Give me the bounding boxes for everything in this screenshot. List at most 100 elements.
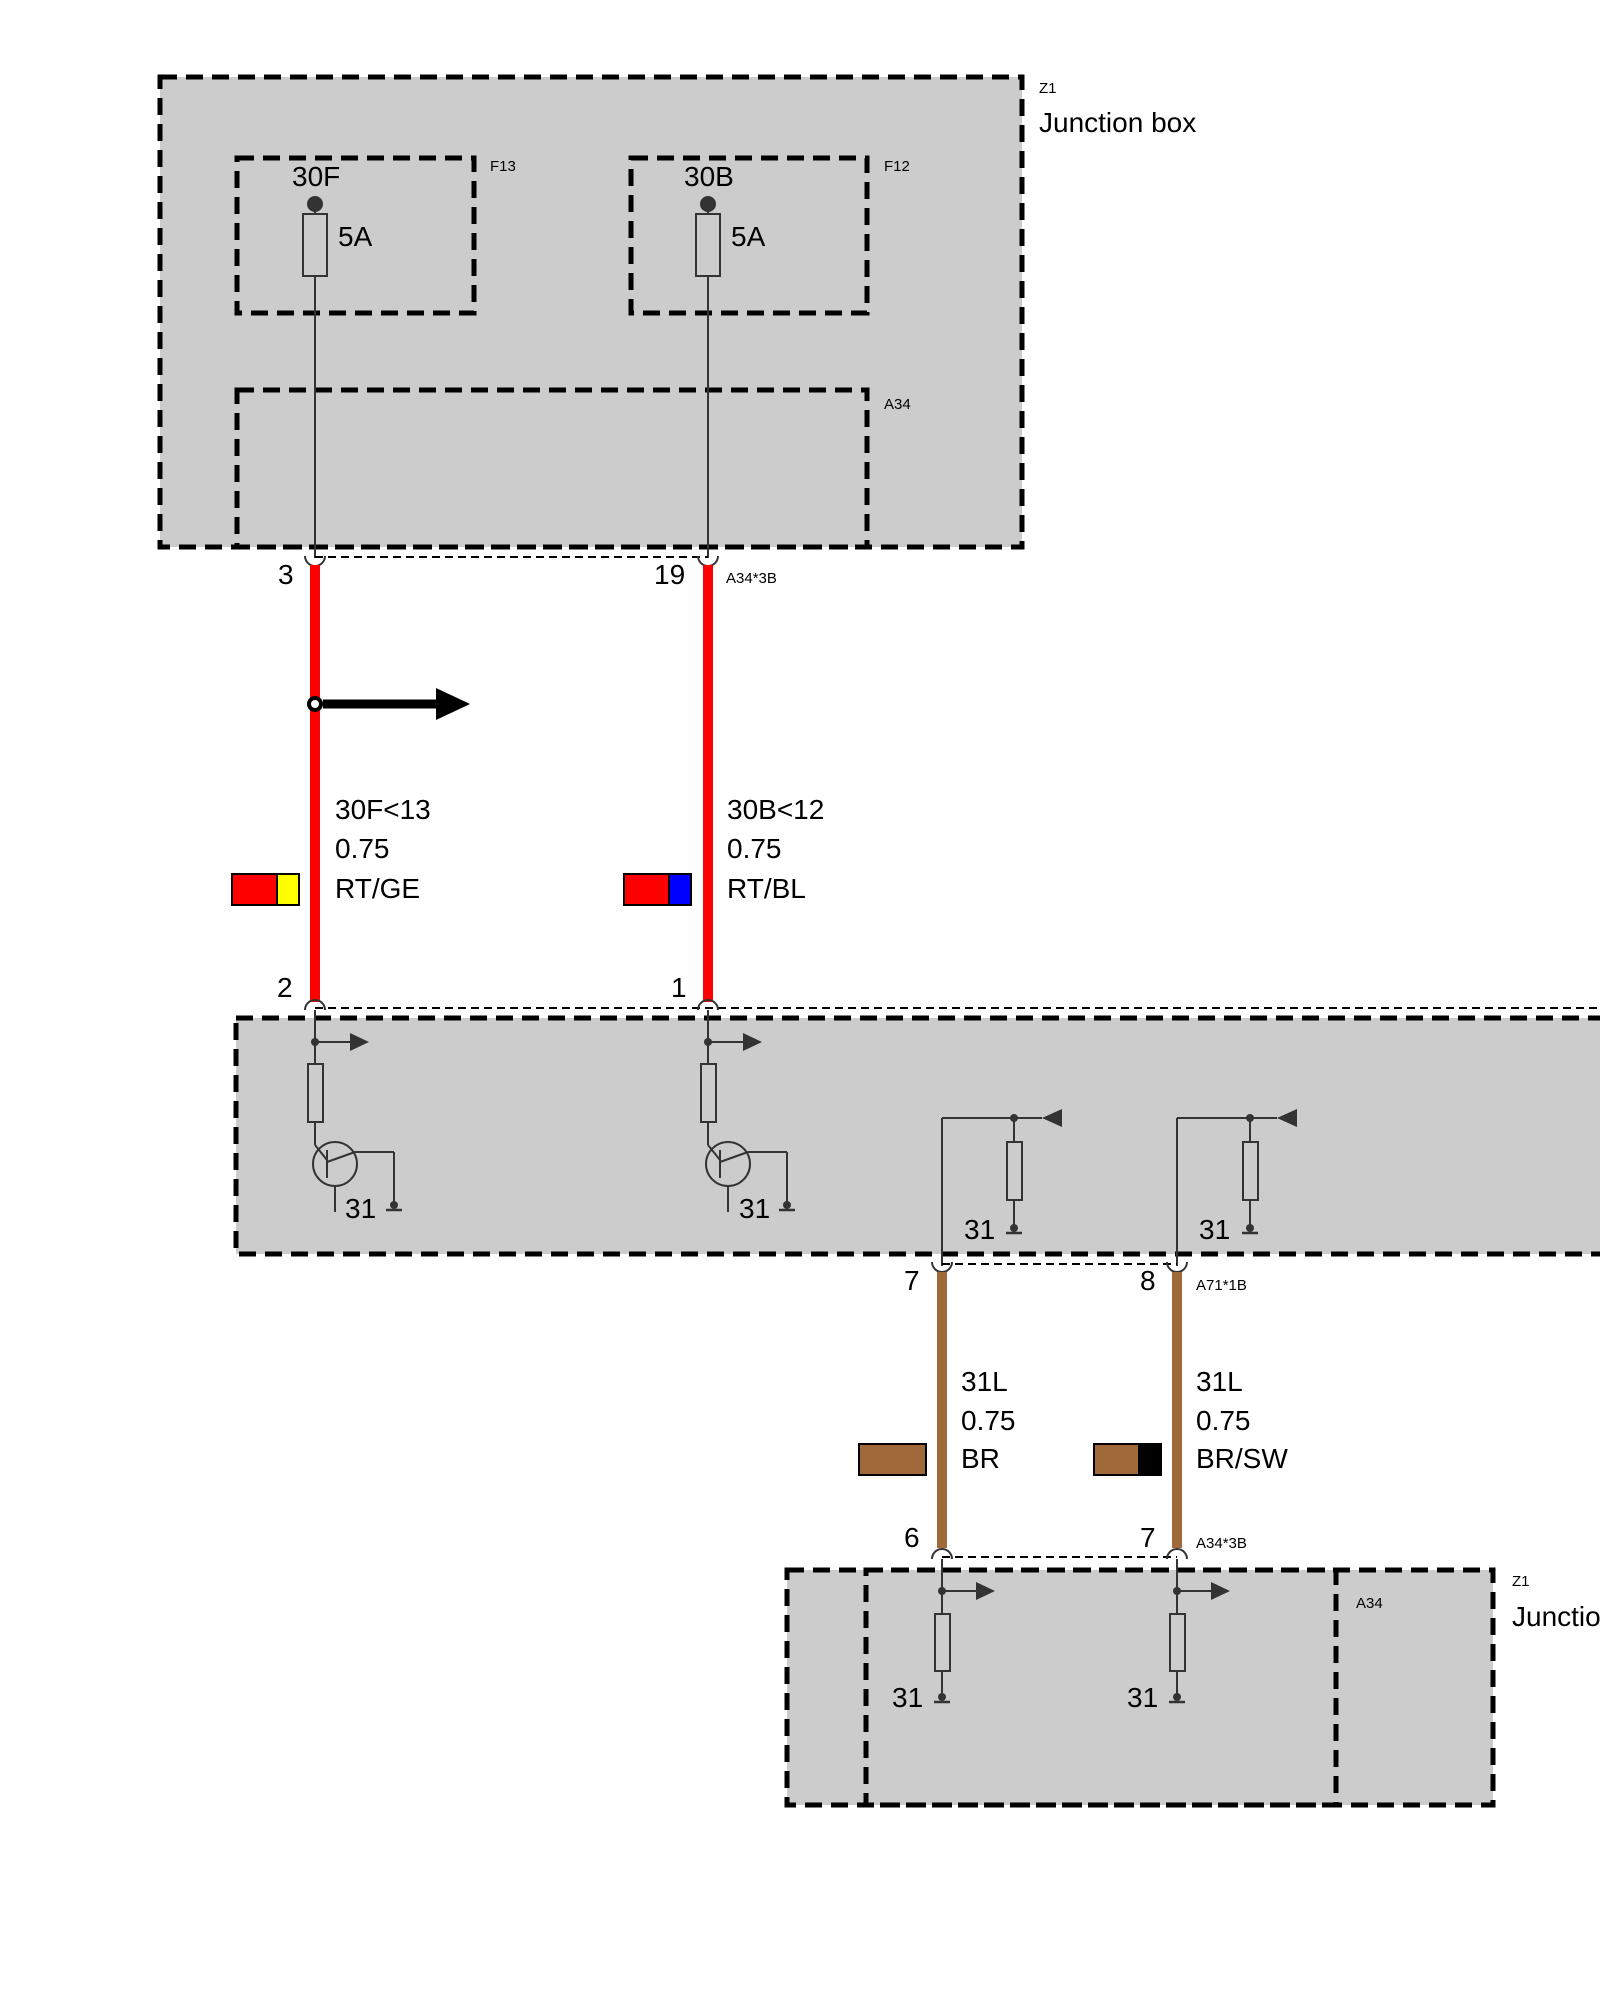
fuse-f13-symbol (302, 213, 328, 277)
input-right-transistor-emitter (719, 1151, 749, 1163)
receiver-6-arrow-head (976, 1582, 995, 1600)
control-unit-outline (233, 1015, 1600, 1257)
output-8-arrow-head (1277, 1109, 1297, 1127)
wire-31l-br-sw-color-swatch (1093, 1443, 1162, 1476)
wire-30f-signal: 30F<13 (335, 794, 431, 825)
fuse-f13-outline (234, 155, 477, 316)
receiver-7-arrow-head (1211, 1582, 1230, 1600)
input-left-arrow-head (350, 1033, 369, 1051)
pin-3-label: 3 (278, 559, 294, 590)
pin-out-8-label: 8 (1140, 1265, 1156, 1296)
wire-31l-br-color-code: BR (961, 1443, 1000, 1474)
swatch-blue (668, 873, 692, 906)
wire-30b-signal: 30B<12 (727, 794, 824, 825)
output-7-resistor (1006, 1141, 1023, 1201)
ground-label: 31 (964, 1214, 995, 1245)
fuse-f12-outline (628, 155, 870, 316)
input-left-transistor-emitter (326, 1151, 356, 1163)
receiver-pin-6: 31 (892, 1559, 995, 1713)
wire-30b-gauge: 0.75 (727, 833, 782, 864)
module-a34-bottom-ref: A34 (1356, 1595, 1383, 1612)
output-7-ground-node (1010, 1224, 1018, 1232)
ground-label: 31 (1127, 1682, 1158, 1713)
wire-30b-color-swatch (623, 873, 692, 906)
pin-1-plug (697, 999, 719, 1011)
fuse-f12-rating: 5A (731, 221, 766, 252)
swatch-black (1138, 1443, 1162, 1476)
input-stage-left: 31 (307, 1010, 402, 1224)
wire-31l-br-signal: 31L (961, 1366, 1008, 1397)
wire-30f-color-code: RT/GE (335, 873, 420, 904)
ground-label: 31 (739, 1193, 770, 1224)
input-right-transistor-collector (707, 1144, 721, 1161)
wire-30b-color-code: RT/BL (727, 873, 806, 904)
pin-6-plug (931, 1548, 953, 1560)
connector-a34-3b-top-ref: A34*3B (726, 570, 777, 587)
fuse-f13-terminal: 30F (292, 161, 340, 192)
output-7-arrow-head (1042, 1109, 1062, 1127)
receiver-7-ground-node (1173, 1693, 1181, 1701)
output-8-resistor (1242, 1141, 1259, 1201)
junction-box-top: Z1 Junction box F13 30F 5A F12 30B 5A A3… (157, 74, 1196, 590)
swatch-brown (1093, 1443, 1140, 1476)
module-a34-top-outline (234, 387, 870, 550)
wire-31l-br-color-swatch (858, 1443, 927, 1476)
input-stage-right: 31 (700, 1010, 795, 1224)
wire-31l-br-sw: 31L 0.75 BR/SW (1093, 1272, 1288, 1548)
connector-a71-1b-ref: A71*1B (1196, 1277, 1247, 1294)
wire-30f: 30F<13 0.75 RT/GE (231, 565, 470, 1002)
ground-label: 31 (1199, 1214, 1230, 1245)
wire-31l-br-sw-gauge: 0.75 (1196, 1405, 1251, 1436)
fuse-f12-terminal: 30B (684, 161, 734, 192)
wire-30f-color-swatch (231, 873, 300, 906)
fuse-f12-symbol (695, 213, 721, 277)
splice-dot-center (311, 700, 319, 708)
junction-box-bottom-outline (784, 1567, 1496, 1808)
junction-box-top-title: Junction box (1039, 107, 1196, 138)
connector-a34-3b-bottom-ref: A34*3B (1196, 1535, 1247, 1552)
pin-7-bottom-label: 7 (1140, 1522, 1156, 1553)
junction-box-top-ref: Z1 (1039, 80, 1057, 97)
fuse-f12-ref: F12 (884, 158, 910, 175)
swatch-red (231, 873, 278, 906)
continuation-arrow-head (436, 688, 470, 720)
swatch-red (623, 873, 670, 906)
fuse-f13-ref: F13 (490, 158, 516, 175)
junction-box-bottom-title: Junctio (1512, 1601, 1600, 1632)
wire-31l-br-sw-color-code: BR/SW (1196, 1443, 1288, 1474)
wire-31l-br-gauge: 0.75 (961, 1405, 1016, 1436)
fuse-f13-rating: 5A (338, 221, 373, 252)
receiver-6-ground-node (938, 1693, 946, 1701)
output-8-ground-node (1246, 1224, 1254, 1232)
receiver-pin-7: 31 (1127, 1559, 1230, 1713)
wire-30f-gauge: 0.75 (335, 833, 390, 864)
input-right-arrow-head (743, 1033, 762, 1051)
module-a34-top-ref: A34 (884, 396, 911, 413)
input-left-transistor-collector (314, 1144, 328, 1161)
wire-31l-br-sw-signal: 31L (1196, 1366, 1243, 1397)
pin-1-label: 1 (671, 972, 687, 1003)
wire-30b: 30B<12 0.75 RT/BL (623, 565, 824, 1002)
output-stage-pin-8: 31 (1176, 1109, 1297, 1266)
input-right-resistor (700, 1063, 717, 1123)
output-stage-pin-7: 31 (941, 1109, 1062, 1266)
pin-7-plug (1166, 1548, 1188, 1560)
pin-2-label: 2 (277, 972, 293, 1003)
module-a34-bottom-outline (863, 1567, 1339, 1808)
input-left-resistor (307, 1063, 324, 1123)
receiver-6-resistor (934, 1613, 951, 1672)
input-right-ground-node (783, 1201, 791, 1209)
ground-label: 31 (892, 1682, 923, 1713)
input-left-ground-node (390, 1201, 398, 1209)
receiver-7-resistor (1169, 1613, 1186, 1672)
wire-31l-br: 31L 0.75 BR (858, 1272, 1016, 1548)
ground-label: 31 (345, 1193, 376, 1224)
swatch-yellow (276, 873, 300, 906)
pin-out-7-label: 7 (904, 1265, 920, 1296)
junction-box-bottom-ref: Z1 (1512, 1573, 1530, 1590)
pin-19-label: 19 (654, 559, 685, 590)
junction-box-bottom: A34 Z1 Junctio 6 7 A34*3B 31 (784, 1522, 1600, 1808)
control-unit: 2 1 31 (233, 972, 1600, 1296)
fuse-f13: F13 30F 5A (234, 155, 516, 316)
